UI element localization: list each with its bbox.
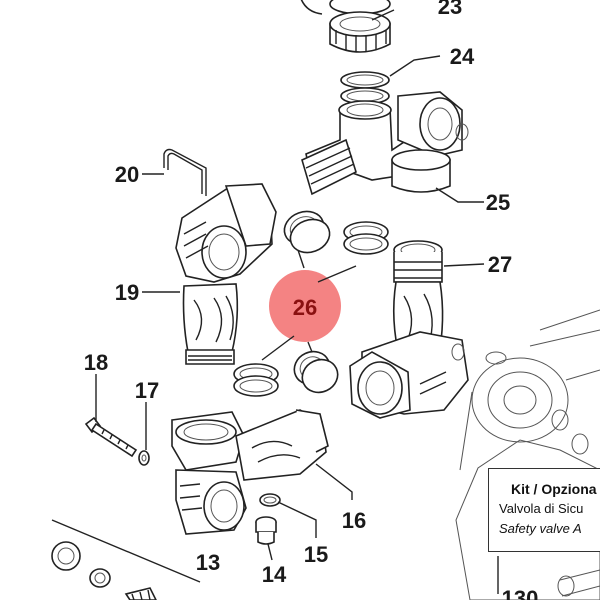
part-18-bolt[interactable] — [84, 416, 138, 458]
pump-housing[interactable] — [455, 309, 600, 600]
part-27-cross-fitting[interactable] — [349, 240, 469, 419]
label-part-26: 26 — [293, 295, 317, 320]
kit-title: Kit / Opziona — [511, 481, 597, 497]
part-24-o-rings[interactable] — [340, 71, 390, 105]
kit-info-box: Kit / Opziona Valvola di Sicu Safety val… — [488, 468, 600, 552]
kit-description-italian: Valvola di Sicu — [499, 501, 584, 516]
part-26-highlight-marker[interactable] — [269, 270, 341, 342]
label-part-17: 17 — [135, 378, 159, 403]
label-part-14: 14 — [262, 562, 287, 587]
label-part-24: 24 — [450, 44, 475, 69]
label-part-15: 15 — [304, 542, 328, 567]
label-part-18: 18 — [84, 350, 108, 375]
kit-description-english: Safety valve A — [499, 521, 582, 536]
part-13-assembly[interactable] — [51, 519, 201, 600]
leader-lines — [95, 9, 499, 594]
part-20-u-pin[interactable] — [163, 148, 207, 197]
part-19-elbow-fitting[interactable] — [175, 183, 277, 365]
label-part-20: 20 — [115, 162, 139, 187]
label-part-27: 27 — [488, 252, 512, 277]
label-part-130: 130 — [502, 586, 539, 600]
label-part-13: 13 — [196, 550, 220, 575]
part-23-ring-nut[interactable] — [300, 0, 391, 53]
label-part-23: 23 — [438, 0, 462, 19]
part-26-o-rings-upper[interactable] — [280, 206, 389, 258]
part-25-tee-fitting[interactable] — [301, 91, 469, 196]
label-part-19: 19 — [115, 280, 139, 305]
part-16-elbow-fitting[interactable] — [171, 409, 329, 535]
part-number-labels: 23 24 25 20 19 26 27 18 17 16 15 14 13 1… — [84, 0, 539, 600]
part-17-washer[interactable] — [138, 450, 150, 466]
part-14-plug[interactable] — [255, 516, 277, 545]
label-part-16: 16 — [342, 508, 366, 533]
part-15-o-ring[interactable] — [259, 493, 281, 507]
part-26-o-rings-lower[interactable] — [233, 346, 343, 398]
label-part-25: 25 — [486, 190, 510, 215]
